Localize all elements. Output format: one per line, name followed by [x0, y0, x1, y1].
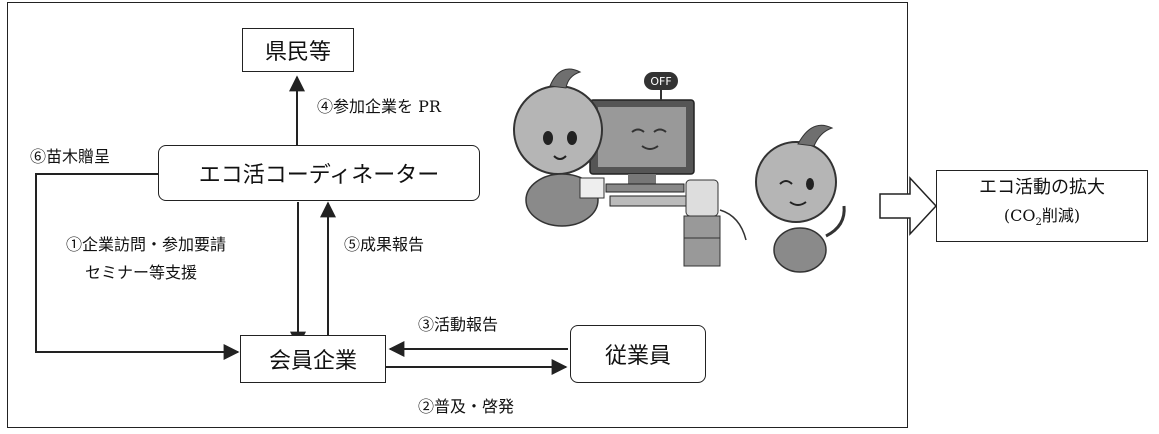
label-report: ⑤成果報告	[344, 235, 425, 254]
label-activity: ③活動報告	[418, 315, 499, 334]
result-node: エコ活動の拡大 (CO2削減)	[936, 170, 1148, 242]
off-badge: OFF	[650, 75, 671, 88]
kenmin-node: 県民等	[242, 28, 354, 72]
mascot-waving-icon	[755, 124, 846, 273]
member-node: 会員企業	[240, 335, 386, 383]
coordinator-node: エコ活コーディネーター	[158, 145, 480, 201]
employee-label: 従業員	[604, 344, 671, 369]
arrow-seedling	[35, 173, 240, 360]
water-cooler-icon	[683, 179, 747, 267]
result-label-line1: エコ活動の拡大	[979, 177, 1105, 199]
label-seedling: ⑥苗木贈呈	[30, 147, 111, 166]
kenmin-label: 県民等	[264, 40, 331, 65]
result-block-arrow	[879, 176, 938, 236]
mascot-reading-icon	[513, 68, 605, 227]
label-promotion: ②普及・啓発	[418, 397, 515, 416]
label-visit-line1: ①企業訪問・参加要請	[66, 235, 227, 254]
member-label: 会員企業	[268, 349, 357, 374]
result-label-line2: (CO2削減)	[1003, 206, 1081, 229]
label-visit-line2: セミナー等支援	[85, 263, 198, 282]
mascot-illustration: OFF	[513, 68, 846, 273]
coordinator-label: エコ活コーディネーター	[198, 163, 440, 188]
employee-node: 従業員	[570, 325, 706, 383]
label-pr: ④参加企業を PR	[317, 97, 441, 116]
